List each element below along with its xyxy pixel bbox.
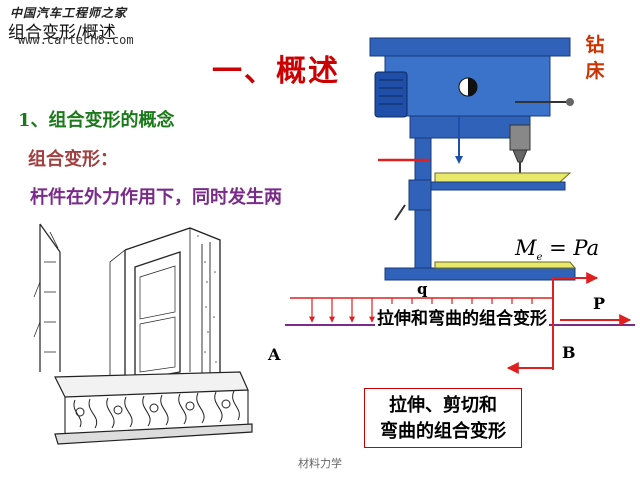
load-q-label: q (417, 280, 428, 298)
moment-formula: Me = Pa (515, 236, 599, 263)
drill-press-illustration (369, 37, 577, 281)
point-b-label: B (562, 343, 576, 362)
formula-rest: = Pa (542, 236, 600, 260)
page-title: 一、概述 (212, 54, 340, 89)
watermark-text: 中国汽车工程师之家 (10, 6, 128, 20)
definition-text: 杆件在外力作用下，同时发生两 (30, 187, 282, 208)
balcony-illustration (33, 223, 253, 445)
combined-deformation-box: 拉伸、剪切和 弯曲的组合变形 (364, 388, 522, 448)
definition-label: 组合变形： (28, 149, 118, 170)
box-caption-line-1: 拉伸、剪切和 (389, 395, 497, 416)
breadcrumb: 组合变形/概述 (8, 23, 116, 43)
beam-caption: 拉伸和弯曲的组合变形 (375, 304, 549, 329)
box-caption-line-2: 弯曲的组合变形 (380, 421, 506, 442)
drill-label-char-2: 床 (585, 60, 605, 82)
section-heading: 1、组合变形的概念 (18, 110, 175, 131)
formula-m: M (515, 236, 537, 260)
drill-label-char-1: 钻 (585, 34, 605, 56)
formula-sub: e (536, 252, 543, 264)
drill-press-label: 钻 床 (583, 32, 607, 84)
point-a-label: A (268, 345, 281, 364)
load-p-label: P (593, 294, 606, 313)
footer-text: 材料力学 (298, 457, 342, 470)
site-url: www.cartech8.com (18, 33, 134, 47)
